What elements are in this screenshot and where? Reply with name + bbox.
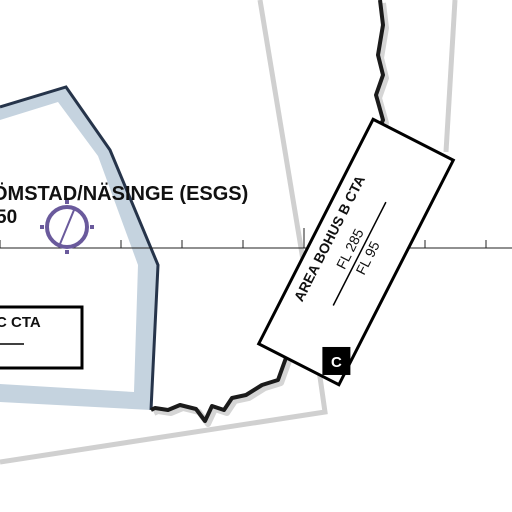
airspace-class-label: C bbox=[331, 354, 342, 371]
airspace-class-badge: C bbox=[322, 346, 351, 375]
airport-icon[interactable] bbox=[40, 200, 94, 254]
airport-elevation: 50 bbox=[0, 207, 17, 228]
airspace-outline bbox=[0, 85, 160, 411]
limit-divider bbox=[332, 201, 387, 306]
airport-name: ÖMSTAD/NÄSINGE (ESGS) bbox=[0, 182, 248, 205]
cta-box-left[interactable]: C CTA bbox=[0, 305, 84, 370]
scale-line bbox=[0, 228, 512, 249]
cta-box-left-label: C CTA bbox=[0, 314, 41, 331]
